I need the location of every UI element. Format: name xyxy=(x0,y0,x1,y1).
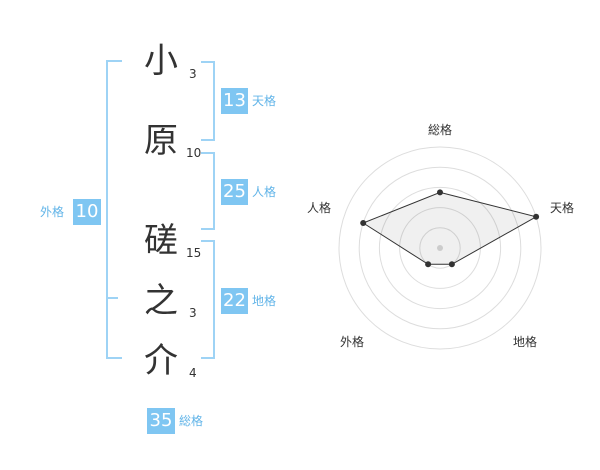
stroke-count-3: 15 xyxy=(186,246,202,260)
radar-axis-label-tenkaku: 天格 xyxy=(550,200,574,215)
name-char-2: 原 xyxy=(144,121,178,161)
tenkaku-bracket xyxy=(201,61,215,141)
jinkaku-badge: 25 xyxy=(221,179,248,205)
gaikaku-badge: 10 xyxy=(73,199,101,225)
soukaku-badge: 35 xyxy=(147,408,175,434)
radar-axis-label-jinkaku: 人格 xyxy=(307,200,331,215)
name-char-3: 磋 xyxy=(144,221,178,261)
radar-axis-label-soukaku: 総格 xyxy=(428,122,452,137)
radar-ring xyxy=(378,186,502,310)
tenkaku-label: 天格 xyxy=(252,94,277,108)
radar-shape xyxy=(362,191,538,265)
jinkaku-bracket xyxy=(201,152,215,230)
radar-center-dot xyxy=(437,245,443,251)
stroke-count-2: 10 xyxy=(186,146,202,160)
radar-point-5 xyxy=(360,220,367,226)
gaikaku-bracket xyxy=(106,60,122,359)
radar-point-3 xyxy=(448,261,455,268)
stroke-count-4: 3 xyxy=(189,306,197,320)
stroke-count-5: 4 xyxy=(189,366,197,380)
radar-axis-label-chikaku: 地格 xyxy=(513,334,537,349)
name-char-1: 小 xyxy=(144,41,178,81)
chikaku-badge: 22 xyxy=(221,288,248,314)
stroke-count-1: 3 xyxy=(189,67,197,81)
radar-points xyxy=(360,189,540,268)
chikaku-label: 地格 xyxy=(252,294,277,308)
gaikaku-bracket-split xyxy=(106,297,118,299)
radar-point-1 xyxy=(437,189,443,196)
radar-ring xyxy=(419,227,461,269)
soukaku-label: 総格 xyxy=(179,414,204,428)
jinkaku-label: 人格 xyxy=(252,185,277,199)
radar-point-4 xyxy=(425,261,432,268)
name-char-4: 之 xyxy=(144,281,178,321)
name-char-5: 介 xyxy=(144,341,178,381)
gaikaku-label: 外格 xyxy=(40,205,65,219)
radar-ring xyxy=(358,166,522,330)
radar-axis-label-gaikaku: 外格 xyxy=(340,334,364,349)
chikaku-bracket xyxy=(201,240,215,359)
tenkaku-badge: 13 xyxy=(221,88,248,114)
radar-point-2 xyxy=(533,213,540,220)
